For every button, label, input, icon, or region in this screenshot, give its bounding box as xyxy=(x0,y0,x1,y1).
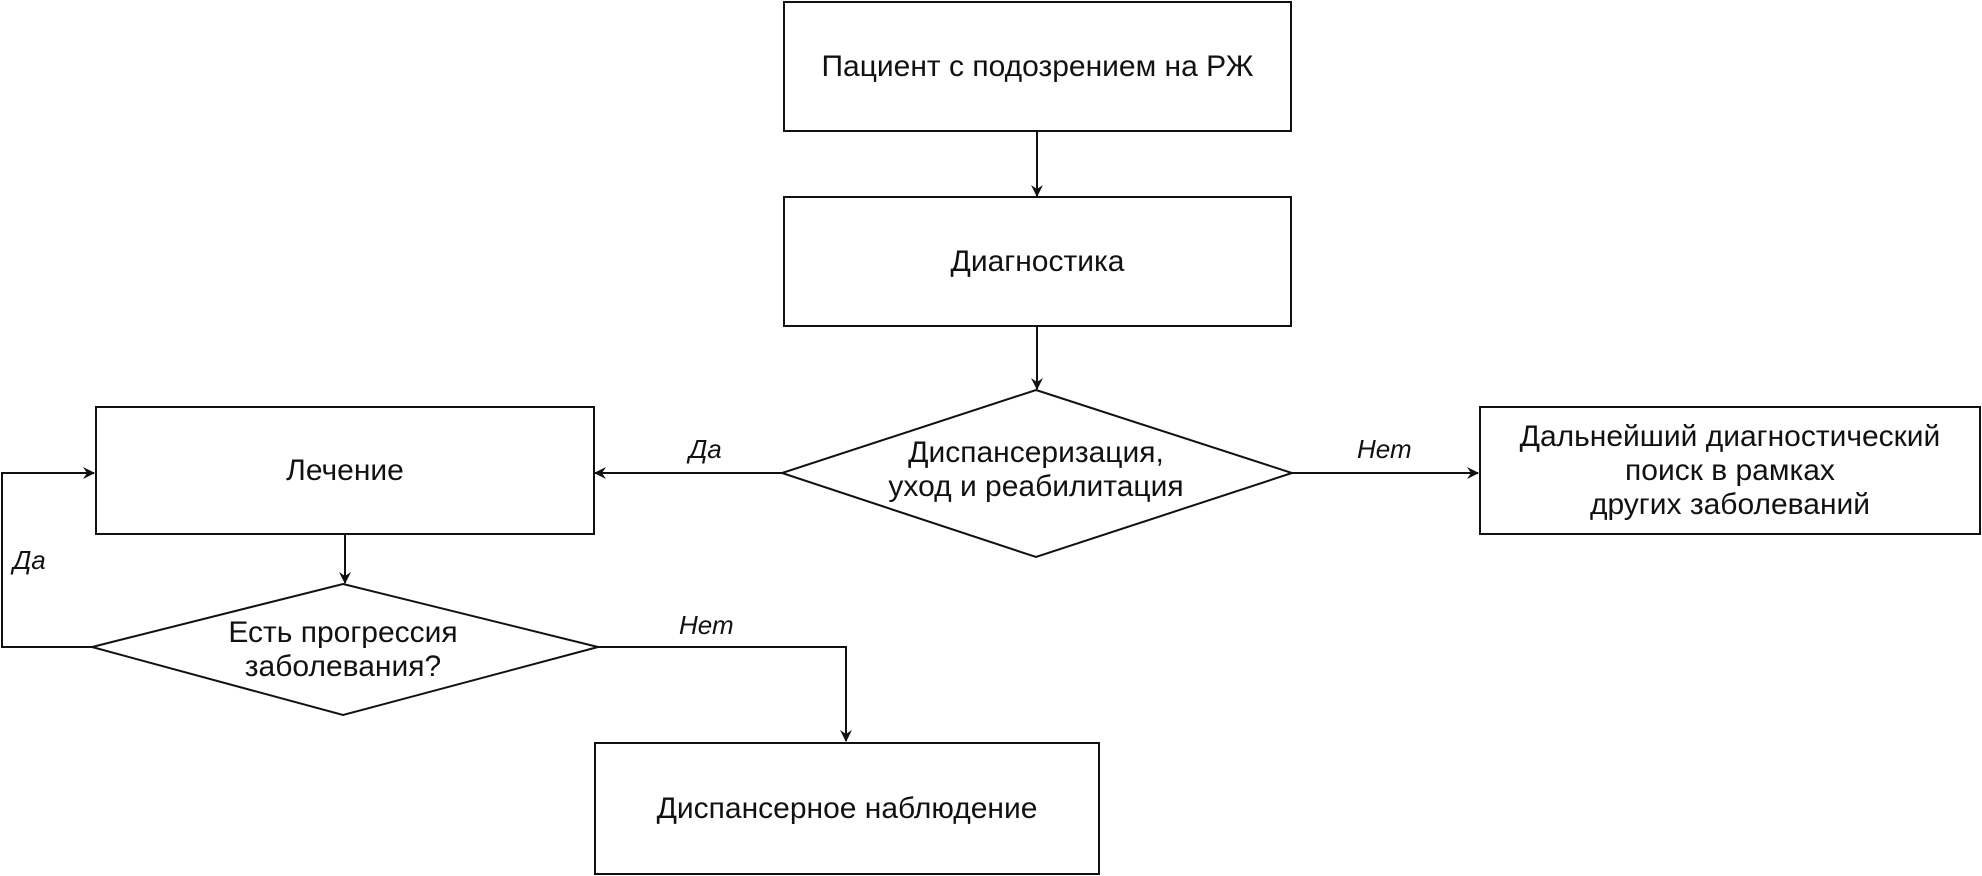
edge-label-yes-loop: Да xyxy=(13,545,46,575)
edge-label-no-observation: Нет xyxy=(679,610,734,640)
edge-label-yes-treatment: Да xyxy=(689,434,722,464)
node-observation: Диспансерное наблюдение xyxy=(594,742,1100,875)
node-further-search-text: Дальнейший диагностический поиск в рамка… xyxy=(1519,419,1941,521)
decision-diamond-dispensary xyxy=(778,388,1296,559)
node-treatment: Лечение xyxy=(95,406,595,535)
arrow-no-to-observation xyxy=(598,646,852,742)
node-treatment-text: Лечение xyxy=(286,453,404,487)
node-diagnostics: Диагностика xyxy=(783,196,1292,327)
node-further-search: Дальнейший диагностический поиск в рамка… xyxy=(1479,406,1981,535)
node-diagnostics-text: Диагностика xyxy=(950,244,1125,278)
decision-diamond-progression xyxy=(88,582,599,717)
edge-label-no-search: Нет xyxy=(1357,434,1412,464)
node-observation-text: Диспансерное наблюдение xyxy=(656,791,1038,825)
node-patient: Пациент с подозрением на РЖ xyxy=(783,1,1292,132)
decision-progression-text: Есть прогрессия заболевания? xyxy=(228,616,458,683)
node-patient-text: Пациент с подозрением на РЖ xyxy=(821,49,1254,83)
decision-dispensary-text: Диспансеризация, уход и реабилитация xyxy=(888,436,1184,503)
arrow-yes-loop-to-treatment xyxy=(1,467,95,648)
